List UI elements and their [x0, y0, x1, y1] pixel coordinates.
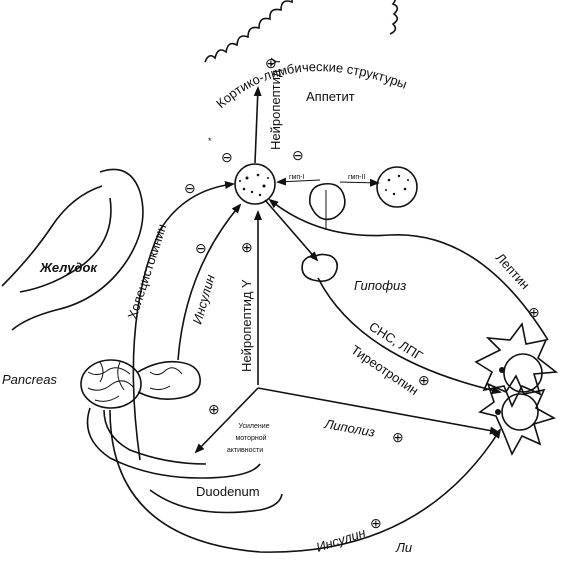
stomach-label: Желудок — [39, 260, 98, 275]
asterisk-mark: * — [208, 136, 212, 146]
stomach-inner-outline — [19, 197, 112, 293]
stomach-top-edge — [1, 185, 103, 287]
lipolysis-label: Липолиз — [322, 416, 376, 440]
leptin-label: Лептин — [493, 250, 533, 292]
pancreas-label: Pancreas — [2, 372, 57, 387]
li-label: Ли — [395, 540, 412, 555]
insulin-left-minus-sign: ⊖ — [195, 240, 207, 256]
motility-line-3: активности — [227, 447, 263, 454]
pancreas-head — [80, 359, 142, 409]
duodenum-outline — [86, 407, 261, 479]
adipocyte-cluster-outline — [474, 322, 559, 408]
gmp1-label: гмп-I — [289, 174, 304, 181]
motility-line-2: моторной — [235, 434, 266, 442]
adipocyte-nucleus-upper — [499, 367, 505, 373]
hypothalamic-nucleus — [234, 163, 276, 205]
motility-label: Усиление моторной активности — [227, 423, 272, 454]
insulin-bottom-plus-sign: ⊕ — [370, 515, 382, 531]
gmp2-label: гмп-II — [348, 174, 365, 181]
npy-top-label: Нейропептид Y — [268, 57, 283, 150]
appetite-label: Аппетит — [306, 89, 355, 104]
npy-vertical-label: Нейропептид Y — [239, 279, 254, 372]
pancreas-body — [137, 360, 201, 400]
nucleus-dots — [239, 173, 269, 197]
motility-line-1: Усиление — [239, 423, 270, 430]
lipolysis-arrow — [257, 387, 500, 435]
minus-sign-nucleus-left: ⊖ — [221, 149, 233, 165]
adipocyte-lower-outline — [478, 374, 557, 456]
duodenum-label: Duodenum — [196, 484, 260, 499]
arrow-to-cortex — [253, 86, 262, 164]
insulin-bottom-arrow — [109, 409, 502, 553]
insulin-bottom-label: Инсулин — [314, 525, 367, 555]
cholecystokinin-arrow — [132, 181, 235, 461]
minus-sign-nucleus-right: ⊖ — [292, 147, 304, 163]
leptin-arrow — [268, 198, 549, 341]
secretory-cell — [376, 166, 418, 208]
cholecystokinin-label: Холецистокинин — [125, 222, 170, 321]
gmp-neuron-body — [308, 182, 346, 221]
pancreas-plus-sign: ⊕ — [208, 401, 220, 417]
leptin-plus-sign: ⊕ — [528, 304, 540, 320]
pancreas-texture — [87, 361, 183, 402]
motility-arrow — [194, 387, 259, 454]
adipocyte-lower — [501, 393, 539, 431]
duodenum-lower-loop — [149, 489, 283, 514]
gmp2-arrow — [339, 178, 380, 187]
adipocyte-nucleus-lower — [495, 409, 501, 415]
insulin-arrow-upper — [177, 203, 242, 361]
npy-top-plus-sign: ⊕ — [265, 55, 277, 71]
hypophysis-label: Гипофиз — [354, 278, 406, 293]
npy-vertical-plus-sign: ⊕ — [241, 239, 253, 255]
cholecystokinin-minus-sign: ⊖ — [184, 180, 196, 196]
arrow-nucleus-to-hypophysis — [264, 199, 319, 262]
lipolysis-plus-sign: ⊕ — [392, 429, 404, 445]
insulin-left-label: Инсулин — [189, 273, 217, 326]
gmp1-arrow — [276, 177, 321, 186]
sns-thyrotropin-arrow — [317, 277, 502, 395]
stomach-outline — [11, 168, 144, 331]
secretory-cell-dots — [385, 174, 409, 196]
cortex-wavy-line — [204, 0, 399, 63]
hypophysis-shape — [301, 253, 339, 282]
thyrotropin-plus-sign: ⊕ — [418, 372, 430, 388]
